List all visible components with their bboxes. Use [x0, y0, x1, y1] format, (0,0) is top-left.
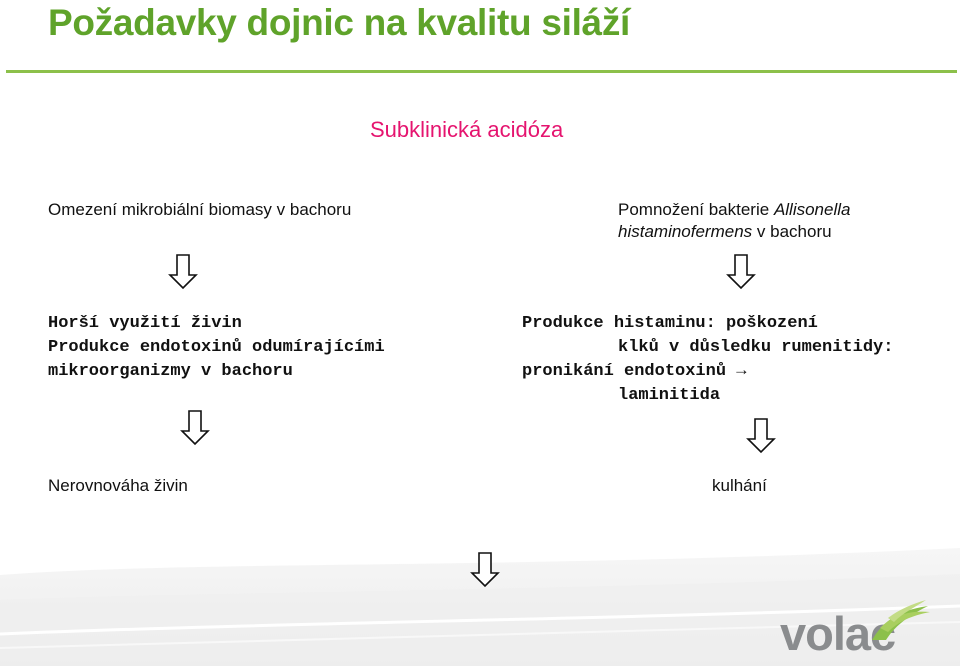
- right-arrow-icon: →: [736, 362, 747, 381]
- right-effect-line2: klků v důsledku rumenitidy:: [618, 338, 894, 357]
- page-title: Požadavky dojnic na kvalitu siláží: [48, 2, 631, 43]
- right-cause-line1: Pomnožení bakterie Allisonella: [618, 198, 850, 222]
- right-cause-line2: histaminofermens v bachoru: [618, 220, 832, 244]
- down-arrow-icon: [168, 254, 198, 290]
- left-cause: Omezení mikrobiální biomasy v bachoru: [48, 200, 352, 219]
- right-effect-line1: Produkce histaminu: poškození: [522, 314, 818, 333]
- right-cause-suffix: v bachoru: [756, 222, 832, 241]
- left-result: Nerovnováha živin: [48, 476, 188, 495]
- right-effect-line3: pronikání endotoxinů →: [522, 360, 746, 384]
- right-effect-line4: laminitida: [618, 386, 721, 405]
- left-effect-line1: Horší využití živin: [48, 314, 242, 333]
- right-cause-prefix: Pomnožení bakterie: [618, 200, 770, 219]
- bacteria-species: histaminofermens: [618, 222, 753, 241]
- bacteria-genus: Allisonella: [773, 200, 851, 219]
- down-arrow-icon: [180, 410, 210, 446]
- down-arrow-icon: [726, 254, 756, 290]
- left-effect-line2: Produkce endotoxinů odumírajícími: [48, 338, 385, 357]
- right-result: kulhání: [712, 476, 767, 495]
- leaf-logo-icon: [872, 600, 930, 640]
- right-effect-line3-text: pronikání endotoxinů: [522, 362, 727, 381]
- left-effect-line3: mikroorganizmy v bachoru: [48, 362, 293, 381]
- background-wave: [0, 548, 960, 666]
- down-arrow-icon: [470, 552, 500, 588]
- title-divider: [6, 70, 957, 73]
- down-arrow-icon: [746, 418, 776, 454]
- section-heading: Subklinická acidóza: [370, 117, 564, 142]
